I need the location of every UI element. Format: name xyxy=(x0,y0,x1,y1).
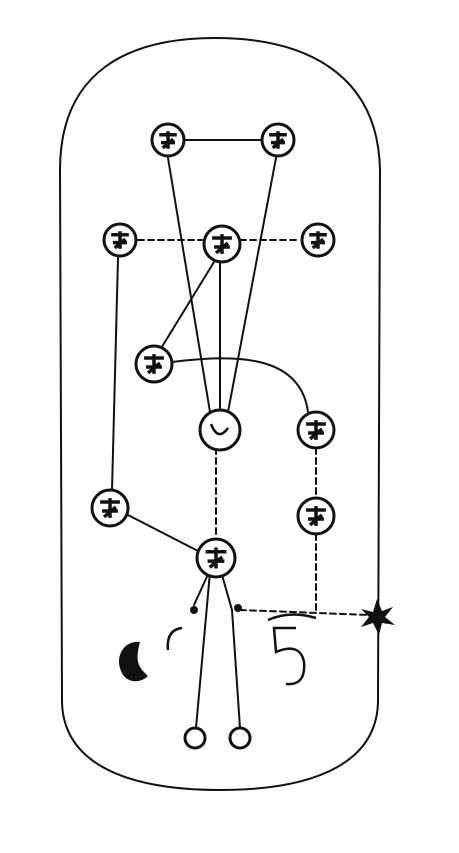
node-lower-center xyxy=(195,537,237,579)
edge xyxy=(167,157,211,413)
node-mid-right xyxy=(300,222,336,258)
node-glyph-mark xyxy=(306,420,326,441)
blob-shape xyxy=(118,641,148,682)
hand-mark-five xyxy=(272,626,306,686)
node-terminal-left xyxy=(183,726,207,750)
node-glyph-mark xyxy=(205,547,227,569)
edge xyxy=(221,574,233,611)
edge xyxy=(239,609,371,616)
star-burst xyxy=(361,599,395,635)
node-glyph-mark xyxy=(306,506,326,527)
node-glyph-mark xyxy=(159,131,177,150)
node-glyph-mark xyxy=(100,498,120,519)
edge xyxy=(231,609,241,729)
node-circle xyxy=(183,726,207,750)
node-glyph-mark xyxy=(144,354,164,375)
connections xyxy=(111,139,371,729)
node-layer xyxy=(90,122,336,750)
node-mid-left xyxy=(102,222,138,258)
edge xyxy=(227,157,277,413)
edge xyxy=(171,357,309,413)
node-circle xyxy=(198,408,242,452)
node-glyph-mark xyxy=(269,131,287,150)
junction-dot xyxy=(234,604,242,612)
node-lower-right xyxy=(296,496,336,536)
node-circle xyxy=(228,726,252,750)
node-glyph-mark xyxy=(309,231,327,250)
node-right-middle xyxy=(296,410,336,450)
node-glyph-mark xyxy=(111,231,129,250)
node-top-right xyxy=(260,122,296,158)
capsule-outline xyxy=(58,36,382,792)
node-glyph-mark xyxy=(209,423,230,436)
hand-mark-arc xyxy=(267,613,317,622)
node-lower-left xyxy=(90,488,130,528)
node-glyph-mark xyxy=(212,234,232,255)
junction-dot xyxy=(190,606,198,614)
node-left-middle xyxy=(134,344,174,384)
node-center-upper xyxy=(202,224,242,264)
hand-mark-bracket xyxy=(166,626,183,651)
node-center xyxy=(198,408,242,452)
edge xyxy=(111,257,119,491)
edge xyxy=(125,513,201,553)
edge xyxy=(195,571,211,729)
edge xyxy=(159,261,215,351)
node-terminal-right xyxy=(228,726,252,750)
node-top-left xyxy=(150,122,186,158)
